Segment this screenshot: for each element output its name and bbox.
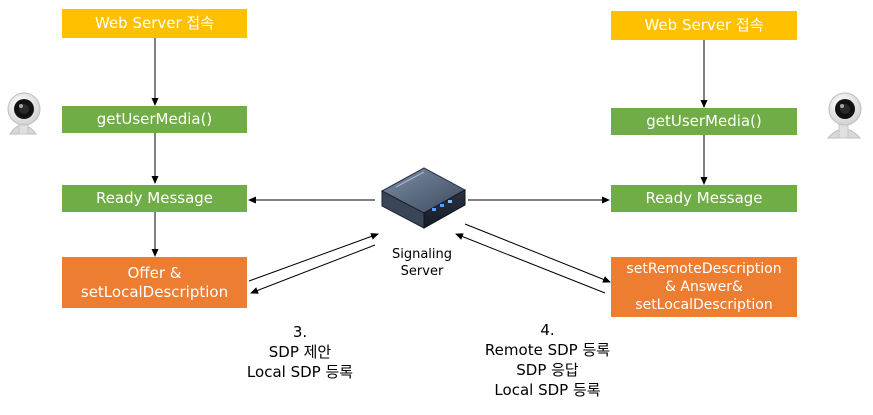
webcam-icon-right (826, 92, 862, 139)
right-get-user-media-box: getUserMedia() (611, 108, 797, 135)
left-get-user-media-box: getUserMedia() (62, 106, 247, 133)
right-answer-box: setRemoteDescription & Answer& setLocalD… (611, 257, 797, 317)
step-4-label: 4. Remote SDP 등록 SDP 응답 Local SDP 등록 (484, 321, 611, 399)
sdp-exchange-arrows (248, 223, 611, 294)
step-3-label: 3. SDP 제안 Local SDP 등록 (246, 323, 354, 381)
right-ready-message-box: Ready Message (611, 185, 797, 212)
left-offer-box: Offer & setLocalDescription (62, 257, 247, 308)
signaling-server-label: Signaling Server (391, 247, 453, 279)
webcam-icon-left (7, 92, 41, 135)
server-device-icon (380, 167, 467, 229)
right-web-server-connect-box: Web Server 접속 (611, 11, 797, 40)
left-web-server-connect-box: Web Server 접속 (62, 9, 247, 38)
left-ready-message-box: Ready Message (62, 185, 247, 212)
